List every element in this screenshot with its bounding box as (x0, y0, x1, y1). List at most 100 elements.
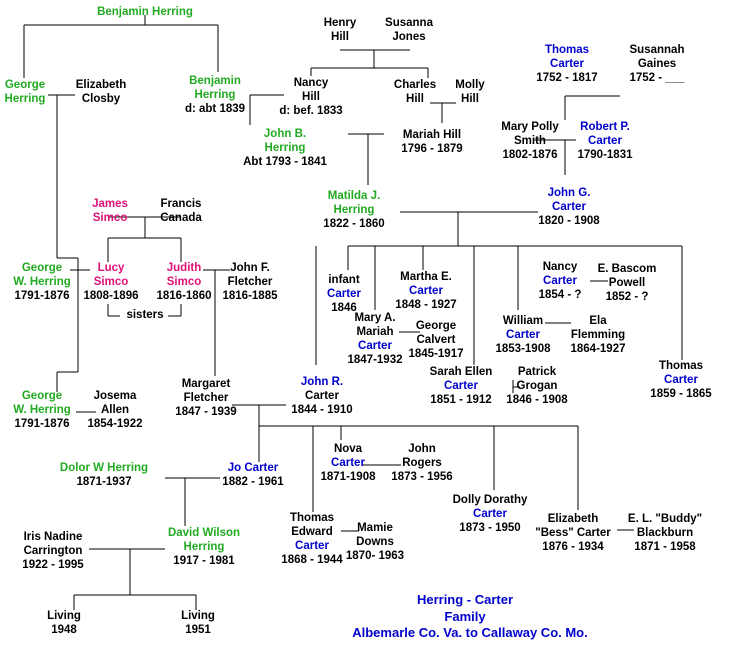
person-line: Canada (160, 212, 202, 224)
person-line: Hill (406, 93, 424, 105)
person-line: Dolly Dorathy (453, 494, 528, 506)
person-line: Judith (167, 262, 202, 274)
person-line: Francis (161, 198, 202, 210)
person-line: Mariah Hill (403, 129, 461, 141)
person-line: John F. (230, 262, 270, 274)
person-line: 1864-1927 (571, 343, 626, 355)
title-line-1: Herring - Carter (417, 592, 513, 607)
person-line: Nancy (294, 77, 329, 89)
chart-title: Herring - Carter Family Albemarle Co. Va… (352, 592, 588, 640)
person-line: John B. (264, 128, 306, 140)
person-line: 1816-1860 (157, 290, 212, 302)
person-line: 1873 - 1950 (459, 522, 520, 534)
person-line: John (408, 443, 435, 455)
person-line: Nova (334, 443, 363, 455)
person-line: 1822 - 1860 (323, 218, 384, 230)
person-line: Carter (358, 340, 392, 352)
person-line: Carter (550, 58, 584, 70)
person-line: Mary A. (354, 312, 395, 324)
person-line: Susanna (385, 17, 434, 29)
person-line: Carter (444, 380, 478, 392)
person-line: d: abt 1839 (185, 103, 245, 115)
person-line: Carter (506, 329, 540, 341)
person-line: Robert P. (580, 121, 630, 133)
person-line: 1844 - 1910 (291, 404, 352, 416)
person-line: George (22, 262, 62, 274)
person-line: 1816-1885 (223, 290, 279, 302)
person-line: 1847 - 1939 (175, 406, 236, 418)
person-line: 1854-1922 (88, 418, 143, 430)
person-line: George (5, 79, 45, 91)
person-line: Matilda J. (328, 190, 380, 202)
person-line: 1882 - 1961 (222, 476, 284, 488)
title-line-3: Albemarle Co. Va. to Callaway Co. Mo. (352, 625, 588, 640)
person-line: Edward (291, 526, 333, 538)
person-line: 1868 - 1944 (281, 554, 343, 566)
person-line: 1917 - 1981 (173, 555, 235, 567)
person-line: Blackburn (637, 527, 693, 539)
person-line: 1791-1876 (15, 290, 70, 302)
person-line: Ela (589, 315, 607, 327)
person-line: Abt 1793 - 1841 (243, 156, 327, 168)
person-line: Fletcher (228, 276, 273, 288)
person-line: Carter (588, 135, 622, 147)
person-line: 1820 - 1908 (538, 215, 600, 227)
person-line: 1922 - 1995 (22, 559, 84, 571)
person-line: Carter (664, 374, 698, 386)
person-line: Martha E. (400, 271, 452, 283)
person-line: Charles (394, 79, 436, 91)
person-line: 1854 - ? (539, 289, 582, 301)
person-line: Elizabeth (548, 513, 598, 525)
person-line: 1845-1917 (409, 348, 464, 360)
person-line: Molly (455, 79, 485, 91)
person-line: Simco (93, 212, 128, 224)
person-line: Hill (331, 31, 349, 43)
person-line: Hill (302, 91, 320, 103)
person-line: Herring (334, 204, 375, 216)
person-line: Herring (184, 541, 225, 553)
person-line: Simco (167, 276, 202, 288)
person-benjamin-herring-sr: Benjamin Herring (97, 6, 193, 18)
person-line: John G. (548, 187, 591, 199)
person-line: Carter (327, 288, 361, 300)
person-line: David Wilson (168, 527, 240, 539)
person-line: 1752 - 1817 (536, 72, 597, 84)
person-line: Thomas (290, 512, 334, 524)
person-line: 1846 - 1908 (506, 394, 568, 406)
person-line: Downs (356, 536, 394, 548)
connector-lines (23, 15, 683, 610)
person-line: 1871 - 1958 (634, 541, 696, 553)
person-line: Calvert (417, 334, 456, 346)
person-line: 1853-1908 (496, 343, 552, 355)
person-line: Carter (295, 540, 329, 552)
person-line: 1790-1831 (578, 149, 634, 161)
person-line: Jones (392, 31, 425, 43)
person-line: Iris Nadine (24, 531, 83, 543)
person-line: 1752 - ___ (630, 72, 686, 84)
